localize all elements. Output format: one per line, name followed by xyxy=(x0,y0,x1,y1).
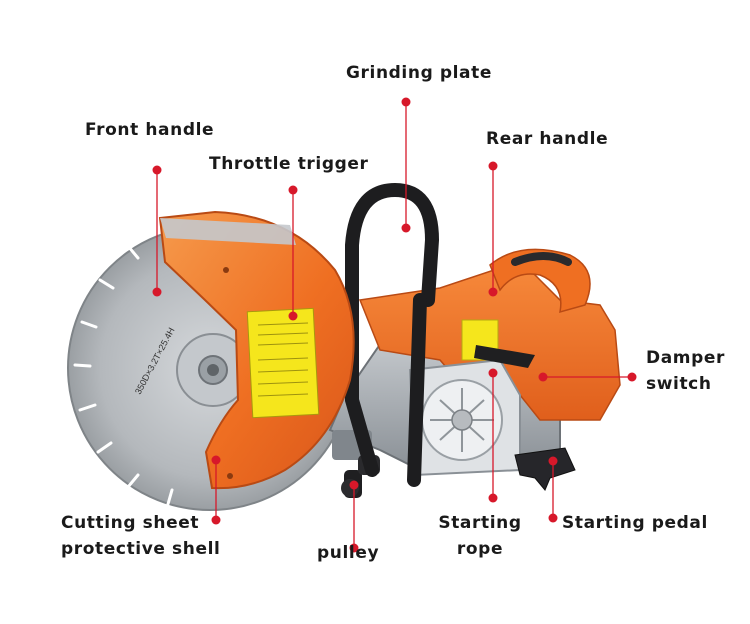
callout-dots xyxy=(152,97,637,553)
label-cutting-sheet-protective-shell: Cutting sheet protective shell xyxy=(61,510,220,562)
label-starting-rope: Starting rope xyxy=(432,510,528,562)
callout-dot-starting-pedal-top xyxy=(548,456,558,466)
label-cutting-sheet-line1: Cutting sheet xyxy=(61,513,200,533)
callout-dot-starting-rope-top xyxy=(488,368,498,378)
callout-dot-throttle-bottom xyxy=(288,311,298,321)
label-rear-handle: Rear handle xyxy=(486,129,609,149)
starting-pedal-part xyxy=(514,447,576,491)
label-cutting-sheet-line2: protective shell xyxy=(61,539,221,559)
callout-dot-starting-pedal-bottom xyxy=(548,513,558,523)
blade-guard xyxy=(158,210,355,490)
label-front-handle: Front handle xyxy=(85,120,215,140)
callout-dot-pulley-top xyxy=(349,480,359,490)
callout-dot-front-handle-bottom xyxy=(152,287,162,297)
callout-dot-rear-handle-top xyxy=(488,161,498,171)
callout-dot-damper-right xyxy=(627,372,637,382)
label-damper-switch-line1: Damper xyxy=(646,348,725,368)
callout-dot-grinding-plate-top xyxy=(401,97,411,107)
label-throttle-trigger: Throttle trigger xyxy=(209,154,369,174)
label-starting-pedal: Starting pedal xyxy=(562,513,708,533)
label-damper-switch-line2: switch xyxy=(646,374,712,394)
label-grinding-plate: Grinding plate xyxy=(346,63,492,83)
callout-lines xyxy=(156,102,632,548)
callout-dot-front-handle-top xyxy=(152,165,162,175)
label-starting-rope-line1: Starting xyxy=(438,513,522,533)
callout-dot-cutting-sheet-bottom xyxy=(211,515,221,525)
callout-dot-cutting-sheet-top xyxy=(211,455,221,465)
label-pulley: pulley xyxy=(317,543,380,563)
callout-dot-pulley-bottom xyxy=(349,543,359,553)
callout-dot-damper-left xyxy=(538,372,548,382)
callout-dot-throttle-top xyxy=(288,185,298,195)
callout-dot-grinding-plate-bottom xyxy=(401,223,411,233)
callout-dot-starting-rope-bottom xyxy=(488,493,498,503)
label-starting-rope-line2: rope xyxy=(456,539,504,559)
callout-dot-rear-handle-bottom xyxy=(488,287,498,297)
label-damper-switch: Damper switch xyxy=(646,345,725,397)
